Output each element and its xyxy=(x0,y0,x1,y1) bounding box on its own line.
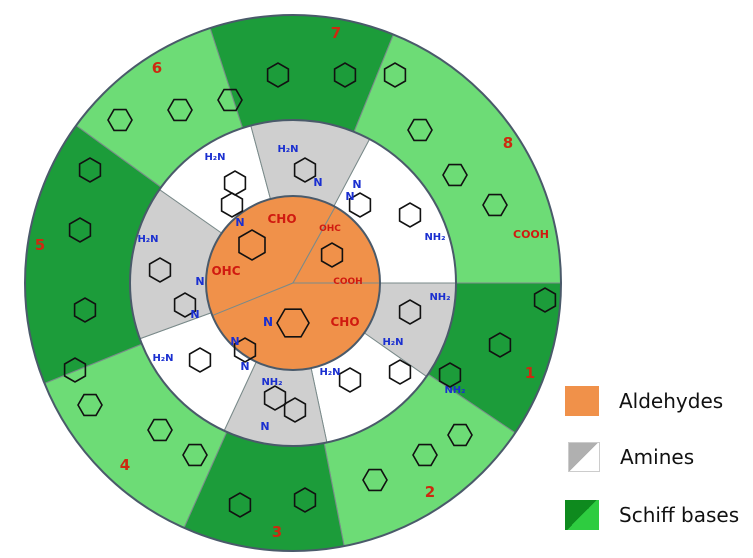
amine-ring xyxy=(283,397,307,423)
aldehyde-group-label: OHC xyxy=(319,224,341,234)
schiff-base-number-1: 1 xyxy=(525,364,535,382)
legend-amines: Amines xyxy=(565,442,694,472)
amine-group-label: NH₂ xyxy=(261,377,282,388)
amine-group-label: N xyxy=(345,190,354,203)
aldehyde-group-label: COOH xyxy=(333,277,362,287)
schiff-base-ring xyxy=(447,423,473,447)
schiff-base-ring xyxy=(442,163,468,187)
legend-aldehydes: Aldehydes xyxy=(565,386,723,416)
schiff-base-ring xyxy=(63,357,87,383)
amine-ring xyxy=(233,337,257,363)
amine-group-label: NH₂ xyxy=(444,385,465,396)
schiff-base-number-2: 2 xyxy=(425,483,435,501)
amine-ring xyxy=(398,299,422,325)
schiff-base-ring xyxy=(533,287,557,313)
schiff-base-group-label: COOH xyxy=(513,228,549,241)
schiff-base-ring xyxy=(217,88,243,112)
aldehyde-ring xyxy=(238,229,266,261)
amine-ring xyxy=(263,385,287,411)
legend-label: Aldehydes xyxy=(619,389,724,413)
schiff-base-ring xyxy=(362,468,388,492)
schiff-base-ring xyxy=(78,157,102,183)
ring-border-1 xyxy=(129,119,457,447)
schiff-base-number-7: 7 xyxy=(331,24,341,42)
amine-group-label: H₂N xyxy=(152,353,173,364)
schiff-base-ring xyxy=(438,362,462,388)
aldehyde-group-label: CHO xyxy=(330,315,359,329)
schiff-base-number-4: 4 xyxy=(120,456,130,474)
aldehyde-group-label: CHO xyxy=(267,212,296,226)
schiff-base-ring xyxy=(68,217,92,243)
schiff-base-ring xyxy=(383,62,407,88)
amine-group-label: H₂N xyxy=(319,367,340,378)
schiff-base-ring xyxy=(73,297,97,323)
schiff-base-ring xyxy=(182,443,208,467)
schiff-base-number-5: 5 xyxy=(35,236,45,254)
schiff-base-ring xyxy=(147,418,173,442)
legend-swatch-schiff-bases xyxy=(565,500,599,530)
amine-ring xyxy=(188,347,212,373)
ring-border-0 xyxy=(205,195,381,371)
amine-group-label: N xyxy=(195,275,204,288)
amine-group-label: H₂N xyxy=(204,152,225,163)
schiff-base-number-3: 3 xyxy=(272,523,282,541)
schiff-base-ring xyxy=(407,118,433,142)
legend-swatch-amines xyxy=(568,442,600,472)
amine-group-label: N xyxy=(313,176,322,189)
amine-ring xyxy=(388,359,412,385)
aldehyde-group-label: OHC xyxy=(211,264,240,278)
schiff-base-ring xyxy=(77,393,103,417)
schiff-base-number-8: 8 xyxy=(503,134,513,152)
amine-group-label: H₂N xyxy=(137,234,158,245)
amine-group-label: NH₂ xyxy=(424,232,445,243)
amine-ring xyxy=(398,202,422,228)
schiff-base-ring xyxy=(482,193,508,217)
amine-group-label: N xyxy=(230,335,239,348)
aldehyde-ring xyxy=(276,308,310,338)
amine-group-label: H₂N xyxy=(382,337,403,348)
amine-ring xyxy=(293,157,317,183)
schiff-base-ring xyxy=(107,108,133,132)
legend-swatch-aldehydes xyxy=(565,386,599,416)
aldehyde-ring xyxy=(320,242,344,268)
legend-label: Schiff bases xyxy=(619,503,740,527)
amine-group-label: NH₂ xyxy=(429,292,450,303)
amine-ring xyxy=(148,257,172,283)
schiff-base-ring xyxy=(266,62,290,88)
legend-schiff-bases: Schiff bases xyxy=(565,500,739,530)
schiff-base-ring xyxy=(488,332,512,358)
schiff-base-number-6: 6 xyxy=(152,59,162,77)
amine-ring xyxy=(348,192,372,218)
amine-ring xyxy=(220,192,244,218)
schiff-base-ring xyxy=(228,492,252,518)
schiff-base-ring xyxy=(333,62,357,88)
legend-label: Amines xyxy=(620,445,695,469)
amine-group-label: N xyxy=(235,216,244,229)
amine-group-label: N xyxy=(260,420,269,433)
ring-border-2 xyxy=(24,14,562,552)
schiff-base-ring xyxy=(293,487,317,513)
amine-group-label: N xyxy=(240,360,249,373)
aldehyde-group-label: N xyxy=(263,315,273,329)
amine-ring xyxy=(338,367,362,393)
amine-group-label: H₂N xyxy=(277,144,298,155)
amine-ring xyxy=(173,292,197,318)
amine-group-label: N xyxy=(190,308,199,321)
schiff-base-ring xyxy=(167,98,193,122)
amine-group-label: N xyxy=(352,178,361,191)
schiff-base-ring xyxy=(412,443,438,467)
